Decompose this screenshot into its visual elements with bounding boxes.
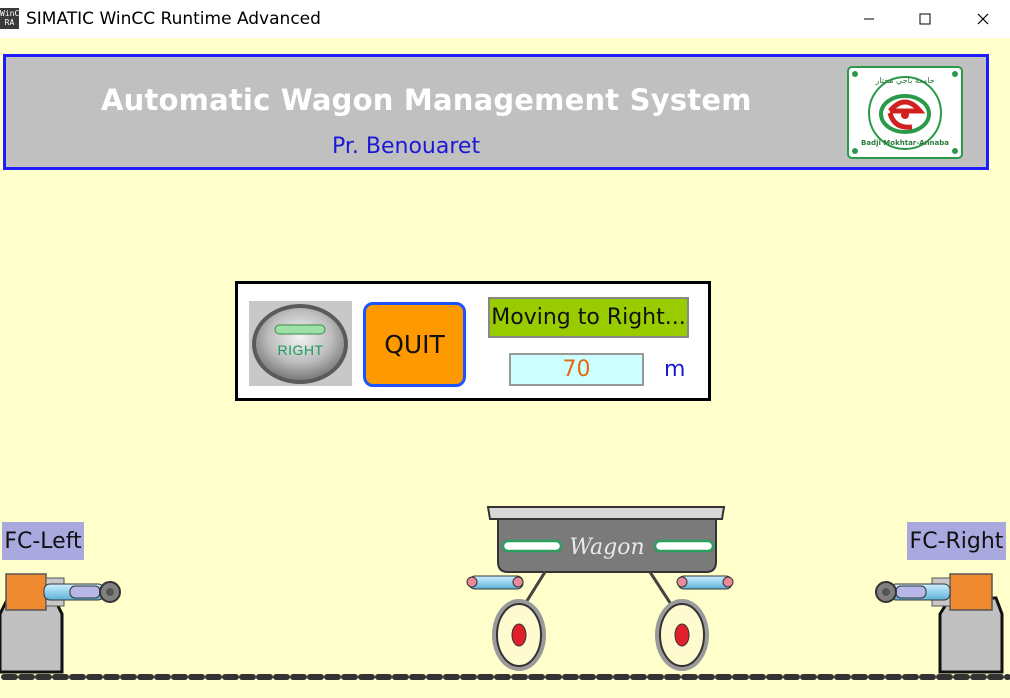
fc-left-label: FC-Left — [2, 522, 84, 560]
fc-right-label: FC-Right — [907, 522, 1006, 560]
round-pushbutton-icon — [252, 304, 348, 384]
wagon: Wagon — [466, 506, 734, 671]
wagon-left-wheel — [492, 599, 546, 671]
close-button[interactable] — [960, 0, 1006, 38]
wincc-app-icon: WinCC RA — [0, 8, 25, 29]
minimize-icon — [864, 18, 874, 20]
svg-text:جامعة باجي مختار: جامعة باجي مختار — [874, 76, 934, 85]
control-panel: RIGHT QUIT Moving to Right... 70 m — [235, 281, 711, 401]
wagon-right-wheel — [655, 599, 709, 671]
maximize-button[interactable] — [902, 0, 948, 38]
window-titlebar: WinCC RA SIMATIC WinCC Runtime Advanced — [0, 0, 1010, 38]
window-title: SIMATIC WinCC Runtime Advanced — [26, 9, 321, 29]
page-title: Automatic Wagon Management System — [101, 83, 752, 117]
right-button-label: RIGHT — [277, 342, 324, 358]
quit-button[interactable]: QUIT — [363, 302, 466, 387]
wagon-label: Wagon — [569, 535, 644, 560]
status-display: Moving to Right... — [488, 297, 689, 338]
right-button[interactable]: RIGHT — [249, 301, 352, 386]
minimize-button[interactable] — [846, 0, 892, 38]
right-limit-switch — [875, 573, 1004, 674]
svg-text:Badji Mokhtar-Annaba: Badji Mokhtar-Annaba — [861, 139, 949, 147]
left-limit-switch — [0, 573, 121, 674]
position-unit-label: m — [664, 357, 686, 382]
author-subtitle: Pr. Benouaret — [332, 134, 481, 159]
close-icon — [977, 13, 989, 25]
position-io-field[interactable]: 70 — [509, 353, 644, 386]
university-logo: Badji Mokhtar-Annaba جامعة باجي مختار — [847, 66, 963, 159]
header-panel: Automatic Wagon Management System Pr. Be… — [3, 54, 989, 170]
maximize-icon — [919, 13, 931, 25]
